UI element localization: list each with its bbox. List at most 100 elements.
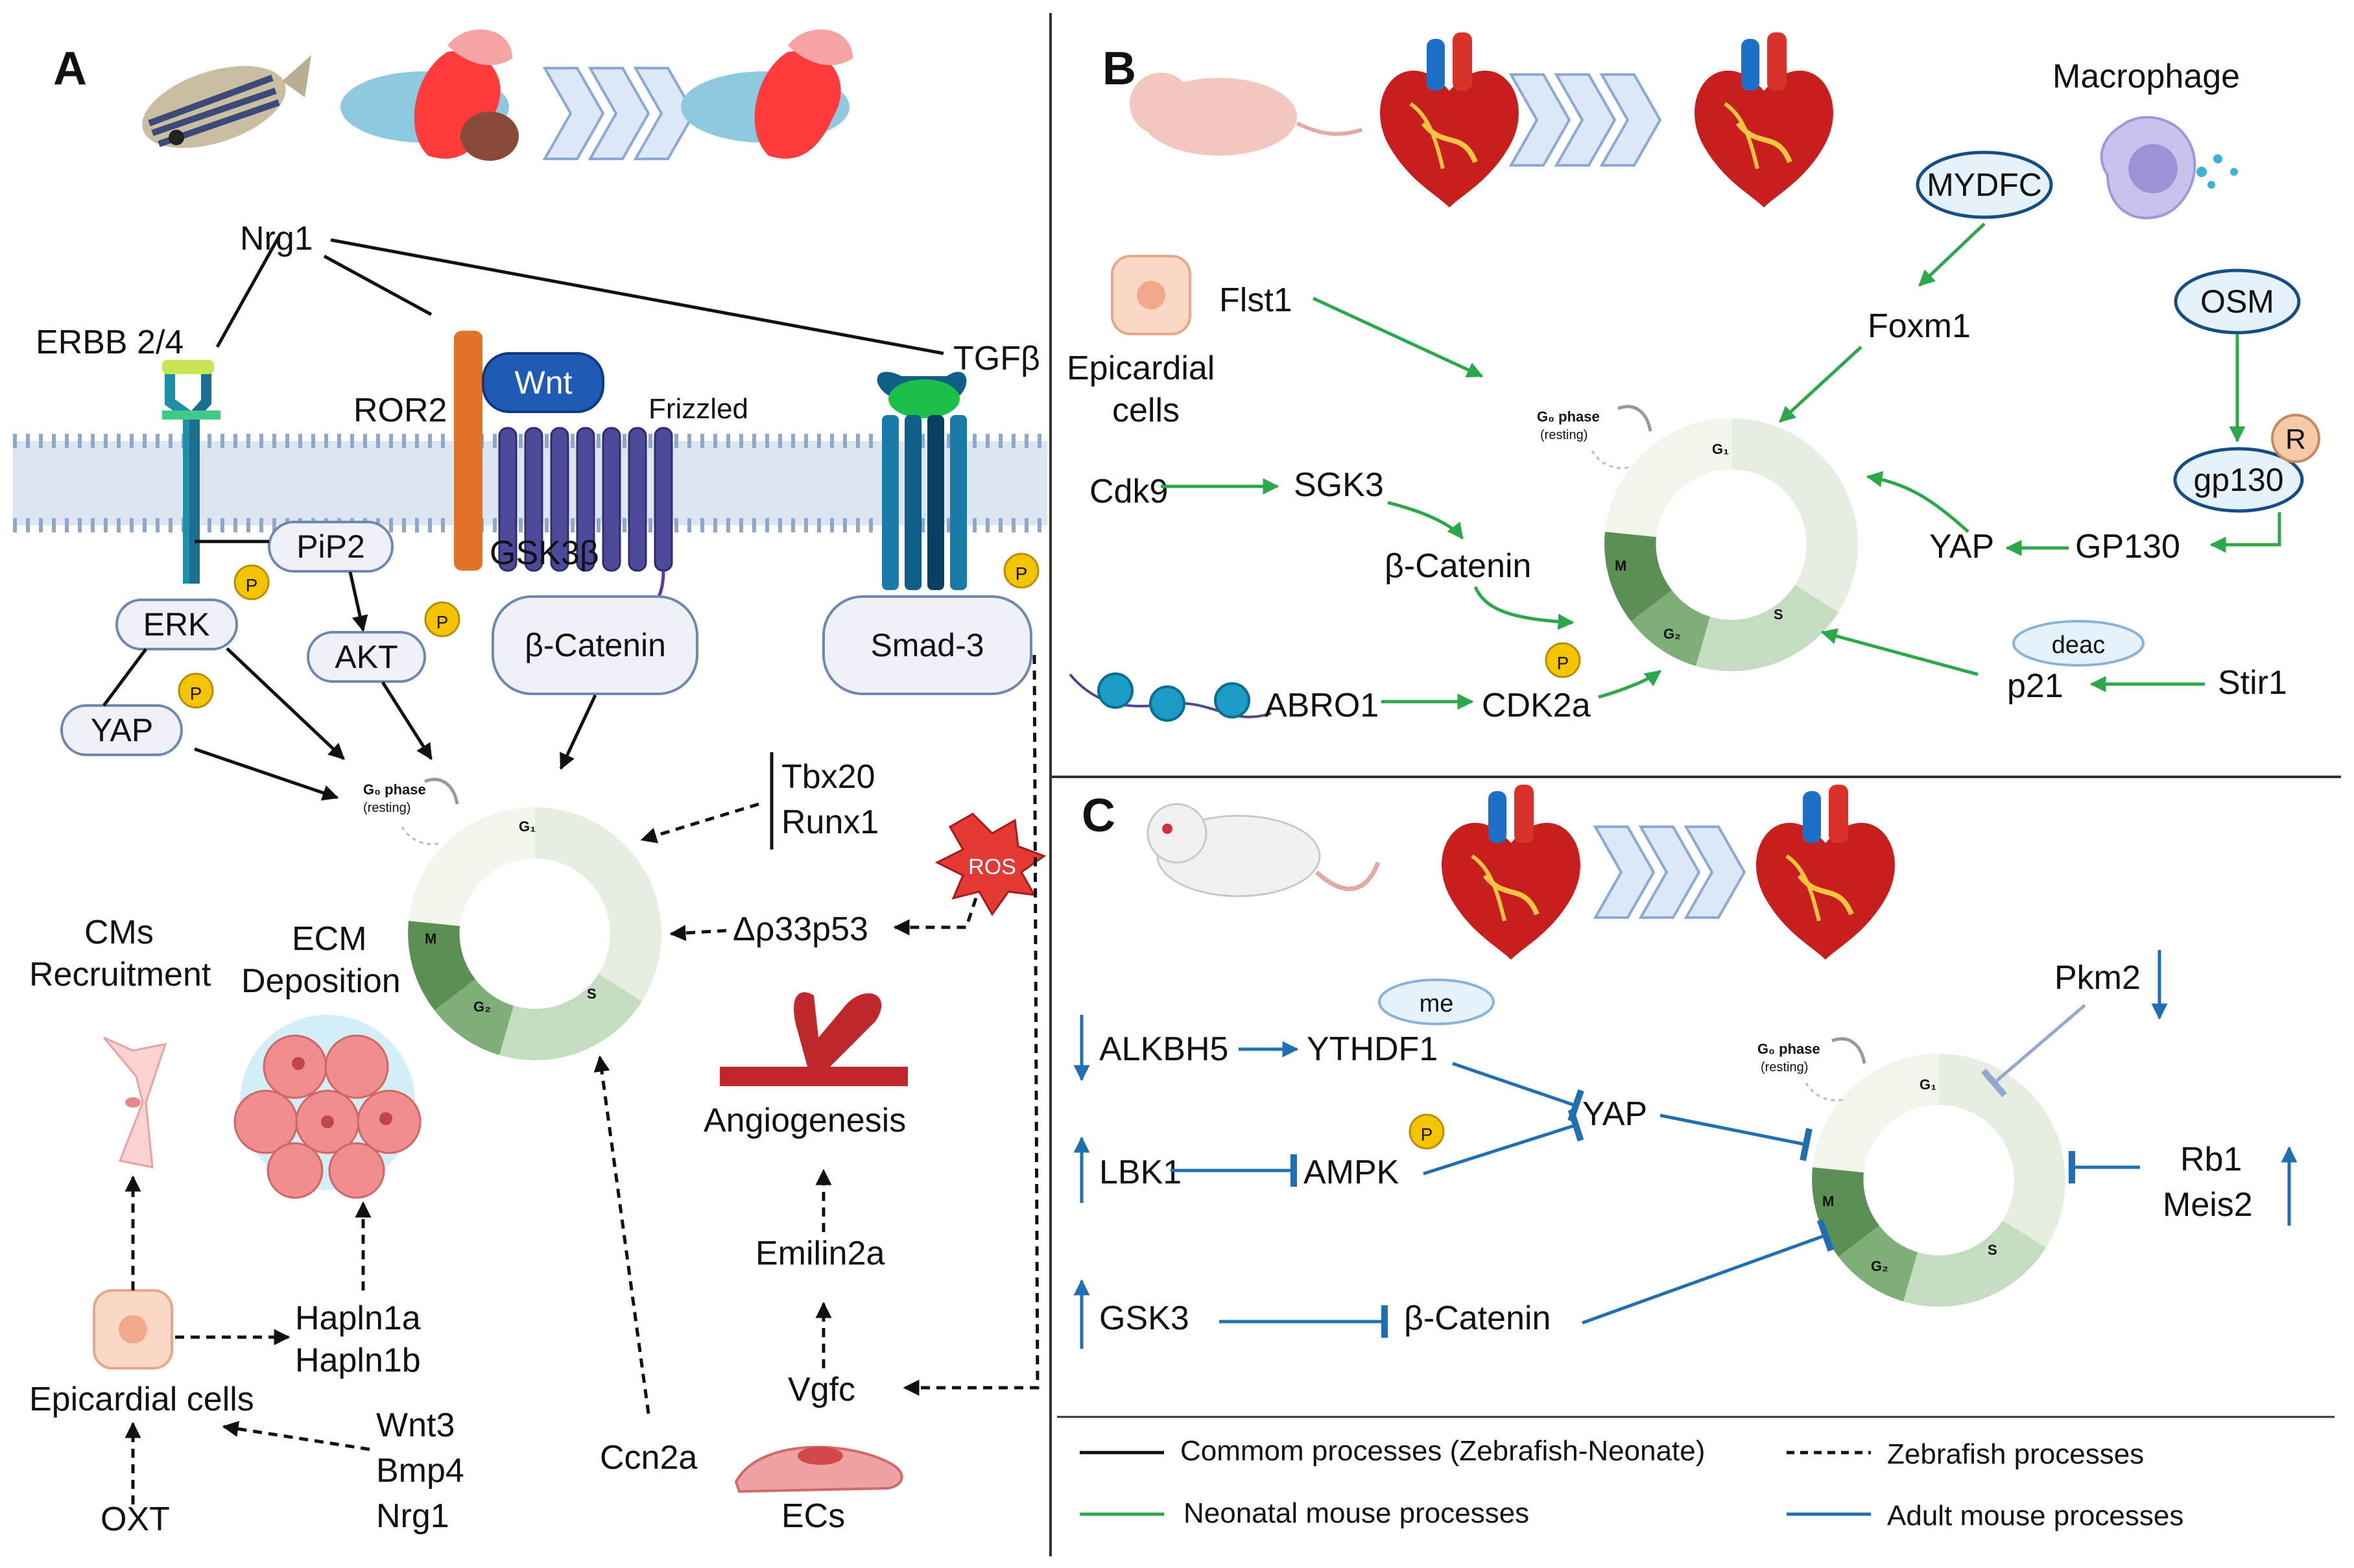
cardiomyocyte-icon bbox=[102, 1036, 167, 1169]
cell-cycle-c: G₀ phase (resting) G₁ S G₂ M bbox=[1757, 1037, 2066, 1307]
cc-a-s: S bbox=[587, 986, 597, 1002]
ampk-label: AMPK bbox=[1303, 1154, 1399, 1191]
adult-heart-injured bbox=[1442, 785, 1580, 960]
epicardial-b-line1: Epicardial bbox=[1067, 350, 1215, 387]
cdk2a-label: CDK2a bbox=[1482, 687, 1591, 724]
smad3-label: Smad-3 bbox=[870, 627, 984, 663]
smad3-phospho-icon: P bbox=[1016, 564, 1028, 584]
mydfc-label: MYDFC bbox=[1927, 167, 2042, 203]
hapln1b-label: Hapln1b bbox=[295, 1342, 421, 1379]
ror2-receptor bbox=[454, 331, 482, 571]
ecm-label-line1: ECM bbox=[292, 920, 367, 958]
ecm-label-line2: Deposition bbox=[241, 962, 401, 1000]
cdk2a-phospho-icon bbox=[1545, 642, 1581, 678]
regeneration-chevrons-a bbox=[543, 67, 695, 160]
me-label: me bbox=[1420, 990, 1454, 1017]
erbb-receptor bbox=[162, 360, 220, 584]
macrophage-label: Macrophage bbox=[2052, 58, 2240, 95]
frizzled-receptor bbox=[498, 427, 673, 619]
rb1-label: Rb1 bbox=[2180, 1141, 2242, 1178]
wnt-ligand: Wnt bbox=[482, 352, 604, 413]
zebrafish-heart-injured bbox=[340, 29, 519, 161]
angiogenesis-label: Angiogenesis bbox=[704, 1102, 906, 1139]
cc-c-m: M bbox=[1822, 1193, 1834, 1209]
bmp4-label: Bmp4 bbox=[376, 1452, 464, 1490]
wnt3-label: Wnt3 bbox=[376, 1407, 455, 1444]
epicardial-b-line2: cells bbox=[1112, 392, 1180, 429]
akt-node: AKT P bbox=[307, 601, 460, 683]
cc-c-g0: G₀ phase bbox=[1757, 1041, 1820, 1057]
p21-label: p21 bbox=[2007, 667, 2063, 705]
cms-label-line1: CMs bbox=[84, 914, 154, 951]
deac-label: deac bbox=[2052, 632, 2105, 659]
cc-a-g1: G₁ bbox=[519, 818, 536, 835]
lbk1-label: LBK1 bbox=[1099, 1154, 1182, 1191]
angiogenesis-vessel bbox=[720, 992, 908, 1086]
osm-label: OSM bbox=[2200, 283, 2274, 320]
legend-zebrafish-label: Zebrafish processes bbox=[1887, 1438, 2144, 1470]
nrg1-b-label: Nrg1 bbox=[376, 1497, 449, 1535]
r-badge: R bbox=[2285, 423, 2306, 455]
oxt-label: OXT bbox=[101, 1501, 170, 1538]
frizzled-label: Frizzled bbox=[648, 393, 748, 425]
ythdf1-label: YTHDF1 bbox=[1307, 1030, 1438, 1068]
deac-node: deac bbox=[2012, 620, 2145, 667]
cell-cycle-a: G₀ phase (resting) G₁ S G₂ M bbox=[363, 778, 662, 1060]
cc-a-resting: (resting) bbox=[363, 801, 410, 815]
tgfb-label: TGFβ bbox=[953, 340, 1040, 377]
hapln1a-label: Hapln1a bbox=[295, 1300, 421, 1337]
cc-b-m: M bbox=[1615, 558, 1626, 574]
dp33p53-label: Δρ33p53 bbox=[733, 910, 868, 948]
nrg1-lines bbox=[215, 235, 944, 355]
legend-neonatal-label: Neonatal mouse processes bbox=[1183, 1497, 1529, 1529]
sgk3-label: SGK3 bbox=[1294, 466, 1384, 504]
panel-dividers bbox=[1049, 13, 2341, 1556]
akt-phospho-icon: P bbox=[436, 612, 449, 632]
pkm2-inhibition bbox=[1980, 1004, 2086, 1098]
legend-common-label: Commom processes (Zebrafish-Neonate) bbox=[1180, 1435, 1705, 1467]
panel-c-inhibition-lines bbox=[1171, 1062, 2140, 1338]
panel-c: C Pkm2 me ALKBH5 YTHDF1 YAP LBK1 AMPK P … bbox=[1073, 785, 2298, 1349]
yap-label-c: YAP bbox=[1582, 1095, 1647, 1133]
gp130-receptor-label: gp130 bbox=[2193, 462, 2283, 498]
cms-label-line2: Recruitment bbox=[29, 956, 211, 993]
panel-a-dashed-arrows bbox=[125, 654, 1040, 1504]
panel-a-letter: A bbox=[53, 43, 87, 95]
tgfb-receptor bbox=[877, 372, 967, 590]
pip2-node: PiP2 bbox=[268, 521, 394, 573]
tbx20-label: Tbx20 bbox=[781, 758, 875, 796]
ccn2a-label: Ccn2a bbox=[600, 1439, 697, 1477]
cdk9-label: Cdk9 bbox=[1089, 473, 1168, 510]
alkbh5-label: ALKBH5 bbox=[1099, 1030, 1228, 1068]
macrophage-icon bbox=[2100, 115, 2238, 220]
zebrafish-illustration bbox=[142, 55, 311, 148]
adult-heart-regenerated bbox=[1756, 785, 1895, 960]
erk-yap-link bbox=[102, 648, 148, 707]
cc-a-m: M bbox=[425, 931, 436, 947]
panel-a-solid-arrows bbox=[194, 571, 597, 801]
ampk-phospho-icon bbox=[1409, 1113, 1445, 1150]
cc-a-g2: G₂ bbox=[473, 999, 491, 1015]
chromatin-icon bbox=[1069, 672, 1272, 722]
bcatenin-label-c: β-Catenin bbox=[1404, 1300, 1551, 1337]
zebrafish-heart-regenerated bbox=[681, 29, 853, 159]
neonatal-heart-regenerated bbox=[1694, 32, 1833, 208]
cc-c-s: S bbox=[1988, 1242, 1997, 1258]
panel-b: B Macrophage MYDFC Foxm1 bbox=[1067, 32, 2320, 724]
erbb-label: ERBB 2/4 bbox=[36, 324, 184, 361]
emilin2a-label: Emilin2a bbox=[755, 1235, 885, 1272]
runx1-label: Runx1 bbox=[781, 803, 879, 841]
yap-label-a: YAP bbox=[91, 712, 153, 748]
adult-mouse-icon bbox=[1147, 803, 1381, 897]
legend: Commom processes (Zebrafish-Neonate) Zeb… bbox=[1080, 1435, 2183, 1532]
ecs-label: ECs bbox=[781, 1497, 845, 1535]
epicardial-cell-icon-b bbox=[1111, 255, 1191, 335]
bcatenin-label-b: β-Catenin bbox=[1385, 547, 1531, 585]
cc-c-resting: (resting) bbox=[1761, 1060, 1808, 1075]
ec-cell bbox=[734, 1445, 903, 1493]
yap-phospho-icon: P bbox=[190, 683, 202, 704]
wnt-label: Wnt bbox=[515, 364, 573, 401]
erk-label: ERK bbox=[143, 606, 210, 643]
neonatal-heart-injured bbox=[1380, 32, 1519, 208]
